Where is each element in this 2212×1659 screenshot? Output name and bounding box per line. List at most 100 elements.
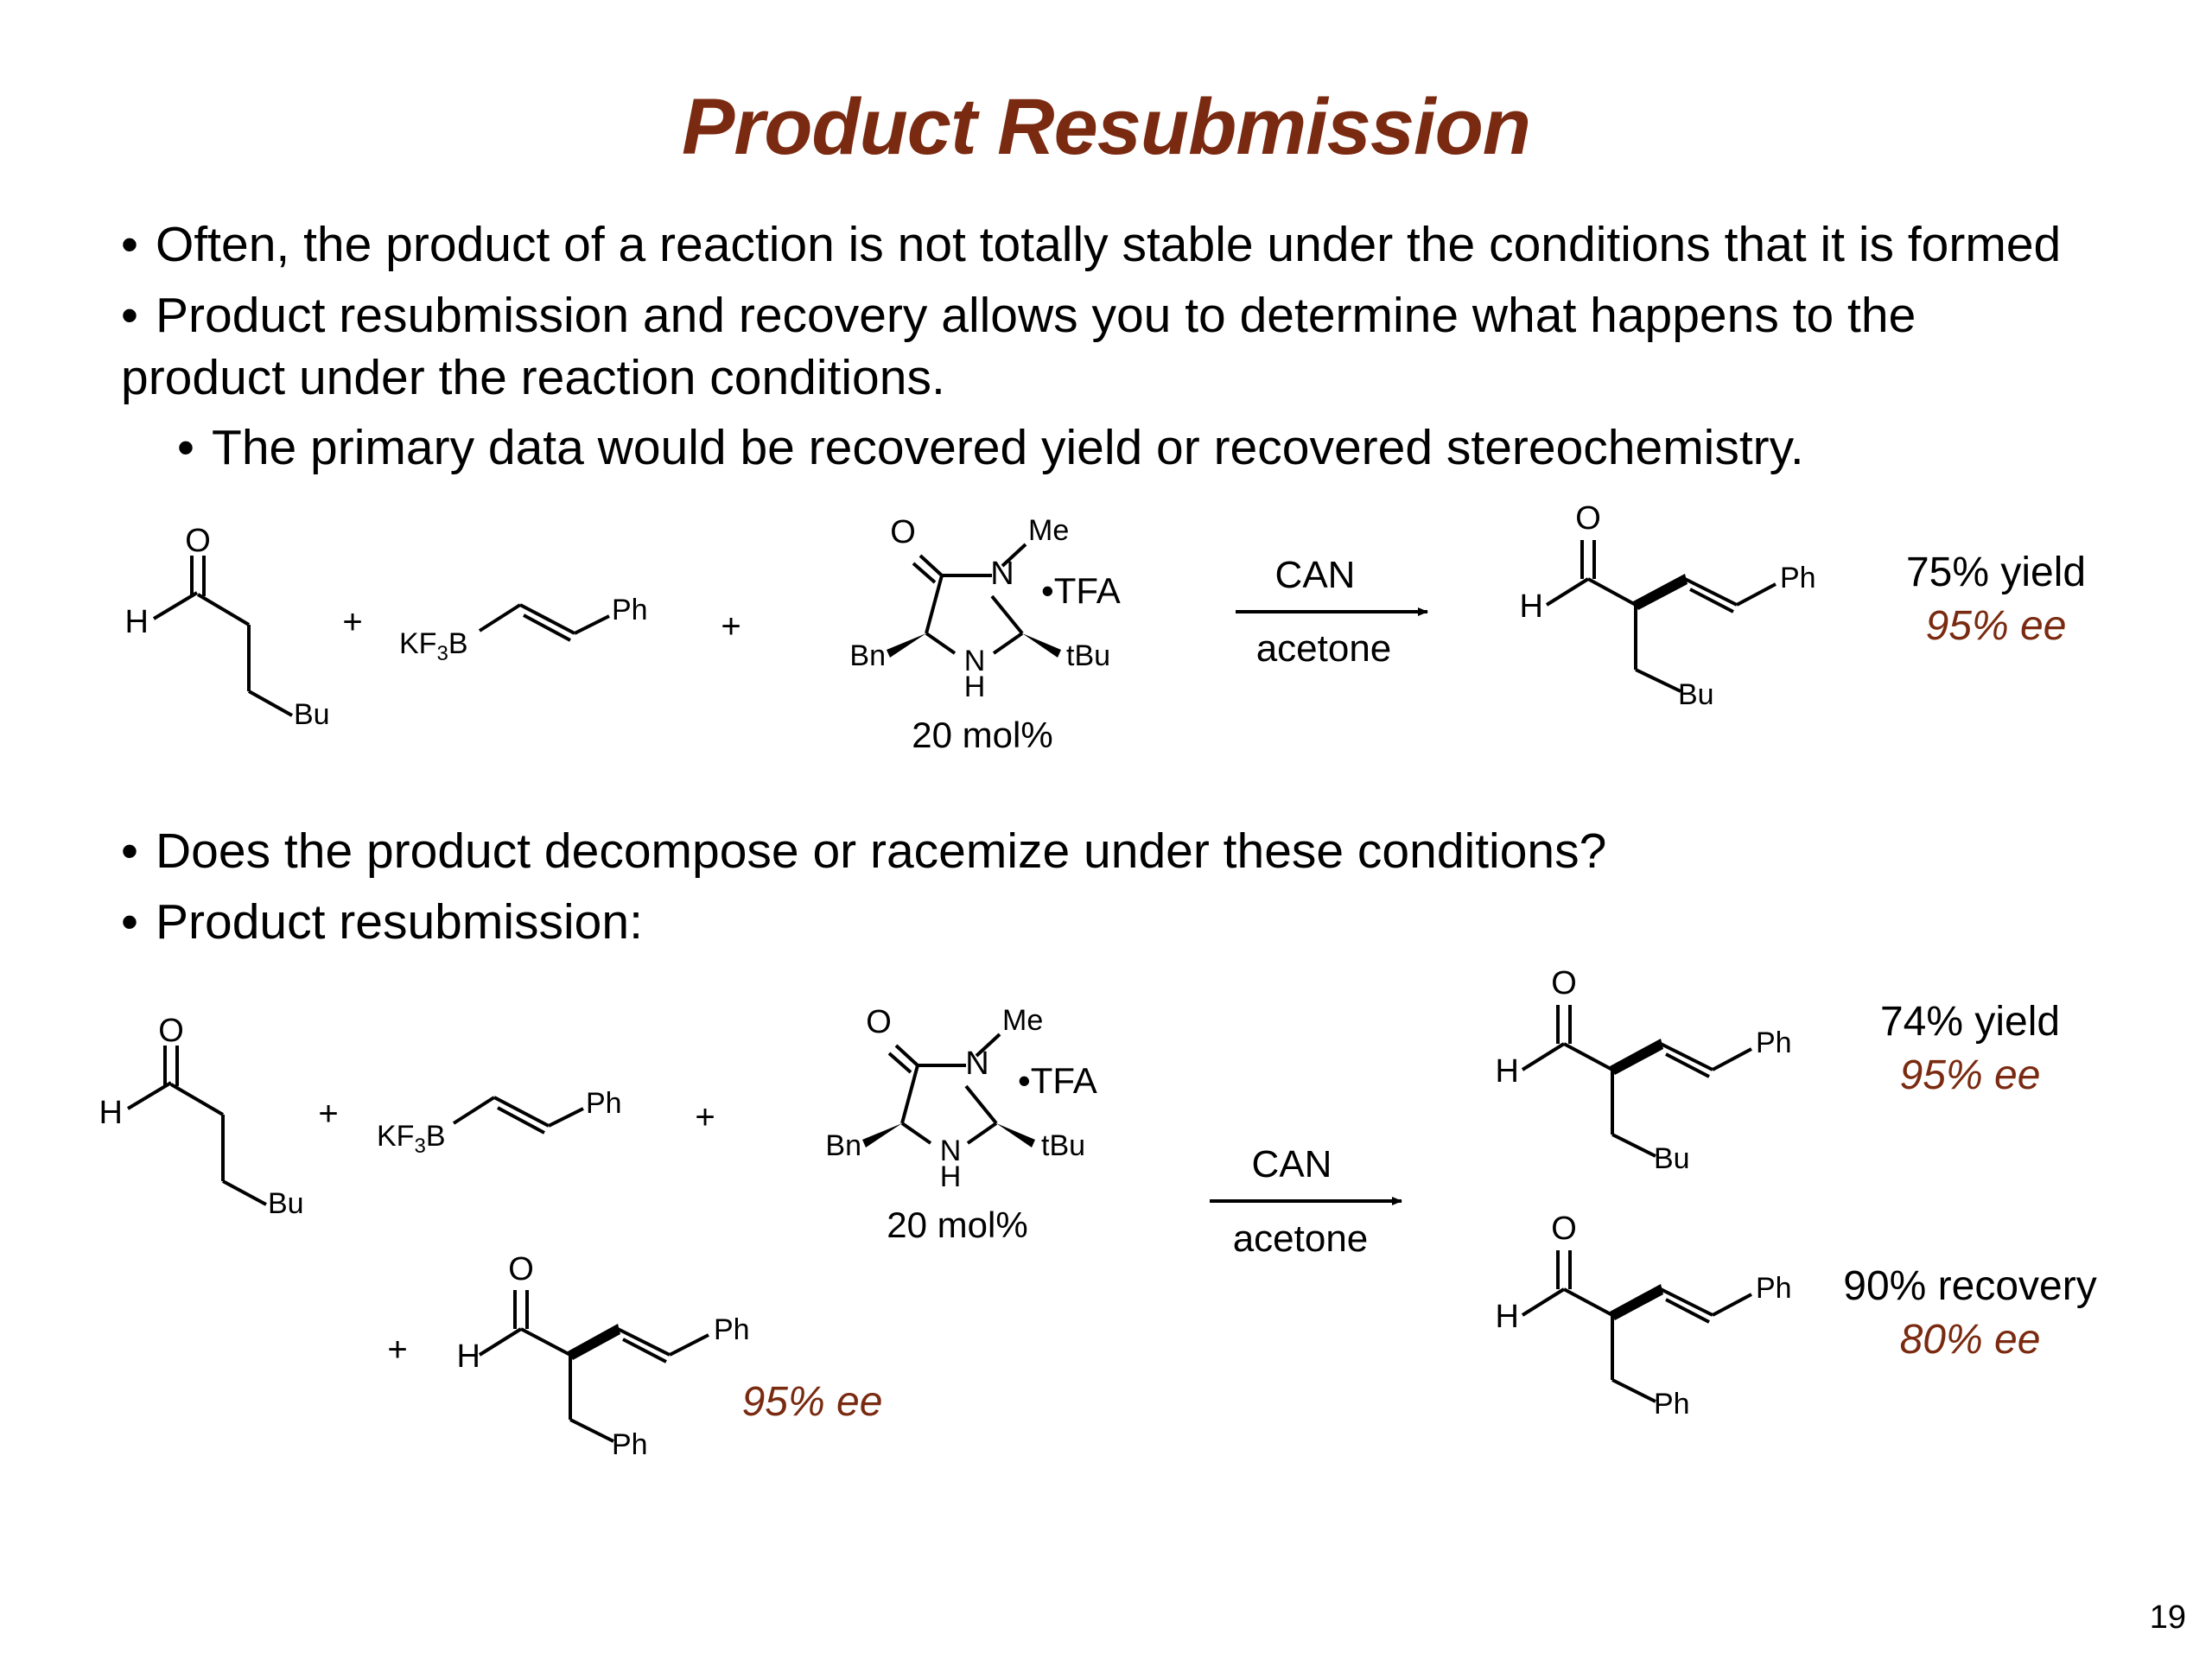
r2-p1-yield: 74% yield — [1879, 999, 2061, 1045]
r2-cat-loading: 20 mol% — [887, 1205, 1027, 1245]
r2-borate-b: B — [426, 1120, 446, 1153]
r1-aldehyde-r: Bu — [294, 698, 330, 731]
r1-aldehyde-o: O — [185, 523, 211, 559]
r1-cat-tbu: tBu — [1066, 639, 1110, 672]
r1-borate-ph: Ph — [612, 594, 648, 626]
r1-catalyst-wedge-tbu — [1022, 633, 1061, 658]
r2-cat-n: N — [965, 1046, 988, 1082]
r1-borate-label: KF3B — [399, 627, 468, 665]
r2-cat-nh-h: H — [940, 1160, 962, 1193]
r1-borate-b: B — [448, 627, 468, 660]
r1-cat-nh-h: H — [964, 671, 986, 703]
r2-product-1 — [1521, 1005, 1752, 1158]
bullet-dot: • — [177, 420, 194, 475]
r2-plus-1: + — [318, 1095, 338, 1133]
r1-yield: 75% yield — [1905, 550, 2087, 595]
r2-borate-sub: 3 — [414, 1135, 425, 1158]
r2-cat-tbu: tBu — [1041, 1129, 1085, 1162]
r2-add-r: Ph — [612, 1428, 648, 1461]
r2-borate-kf: KF — [377, 1120, 414, 1153]
r1-prod-r: Bu — [1678, 678, 1714, 711]
r2-p2-yield: 90% recovery — [1843, 1263, 2097, 1309]
r1-results: 75% yield 95% ee — [1866, 546, 2126, 653]
bullet-text: Often, the product of a reaction is not … — [156, 217, 2062, 272]
r1-aldehyde-h: H — [125, 604, 149, 640]
r2-reagent: CAN — [1252, 1143, 1332, 1185]
bullet-dot: • — [121, 217, 138, 272]
r1-ee: 95% ee — [1925, 603, 2067, 649]
r2-cat-nh-n: N — [940, 1135, 962, 1167]
r2-p2-h: H — [1496, 1299, 1519, 1335]
r1-prod-o: O — [1575, 500, 1601, 537]
bullet-dot: • — [121, 894, 138, 950]
r2-product-2-wedge — [1610, 1284, 1663, 1320]
r1-cat-nh-n: N — [964, 645, 986, 677]
r1-reagent: CAN — [1275, 554, 1356, 596]
r1-cat-loading: 20 mol% — [912, 715, 1052, 755]
r2-p1-ee: 95% ee — [1899, 1052, 2041, 1098]
r2-borate-label: KF3B — [377, 1120, 446, 1158]
slide-title: Product Resubmission — [682, 83, 1531, 171]
r2-aldehyde — [126, 1046, 267, 1206]
sub-bullet-1: • The primary data would be recovered yie… — [177, 417, 1804, 478]
bullet-text: Product resubmission: — [156, 894, 643, 950]
r1-cat-bn: Bn — [849, 639, 886, 672]
r1-catalyst — [912, 543, 1027, 655]
bullet-3: • Does the product decompose or racemize … — [121, 821, 1606, 881]
r2-additive-ee: 95% ee — [741, 1379, 883, 1425]
r2-add-h: H — [457, 1338, 480, 1375]
r1-product — [1545, 540, 1777, 693]
r2-add-ph: Ph — [714, 1313, 750, 1346]
r1-borate-kf: KF — [399, 627, 436, 660]
r1-cat-n: N — [990, 556, 1014, 592]
bullet-2: • Product resubmission and recovery allow… — [121, 285, 1916, 346]
r1-prod-ph: Ph — [1780, 562, 1816, 594]
r1-catalyst-wedge-bn — [887, 633, 926, 658]
r1-cat-me: Me — [1028, 514, 1069, 547]
r2-p2-o: O — [1551, 1211, 1577, 1247]
page-number: 19 — [2149, 1599, 2186, 1636]
r2-aldehyde-r: Bu — [268, 1187, 304, 1220]
r1-aldehyde — [152, 556, 293, 717]
r2-additive-wedge — [568, 1324, 620, 1360]
r2-additive — [478, 1290, 709, 1443]
r2-aldehyde-o: O — [158, 1013, 184, 1049]
r2-p1-ph: Ph — [1756, 1027, 1792, 1059]
r2-borate — [452, 1096, 584, 1135]
r2-product-2-results: 90% recovery 80% ee — [1823, 1260, 2117, 1367]
bullet-text: Product resubmission and recovery allows… — [156, 288, 1916, 343]
r2-product-1-results: 74% yield 95% ee — [1840, 995, 2100, 1103]
r2-aldehyde-h: H — [99, 1095, 123, 1131]
r2-p1-h: H — [1496, 1053, 1519, 1090]
r2-p2-ee: 80% ee — [1899, 1317, 2041, 1363]
r2-p2-r: Ph — [1654, 1388, 1690, 1421]
r2-cat-o: O — [866, 1004, 892, 1040]
r2-product-1-wedge — [1610, 1039, 1663, 1075]
bullet-2-continuation: product under the reaction conditions. — [121, 350, 945, 405]
bullet-text: The primary data would be recovered yiel… — [212, 420, 1804, 475]
r2-plus-3: + — [387, 1331, 407, 1369]
r2-cat-me: Me — [1002, 1004, 1043, 1037]
r1-plus-1: + — [342, 603, 362, 641]
r1-product-wedge — [1633, 574, 1688, 610]
r2-borate-ph: Ph — [586, 1087, 622, 1120]
bullet-dot: • — [121, 288, 138, 343]
r2-p2-ph: Ph — [1756, 1272, 1792, 1305]
r1-prod-h: H — [1520, 588, 1543, 625]
r2-catalyst-wedge-bn — [862, 1123, 902, 1147]
bullet-dot: • — [121, 823, 138, 879]
r1-solvent: acetone — [1256, 627, 1392, 670]
r2-product-2 — [1521, 1250, 1752, 1403]
r2-cat-bn: Bn — [825, 1129, 861, 1162]
r2-p1-o: O — [1551, 965, 1577, 1001]
r2-plus-2: + — [695, 1098, 715, 1136]
r2-catalyst-wedge-tbu — [996, 1123, 1035, 1147]
r2-p1-r: Bu — [1654, 1142, 1690, 1175]
r2-cat-tfa: •TFA — [1018, 1060, 1097, 1101]
r1-plus-2: + — [721, 607, 741, 645]
r2-catalyst — [887, 1033, 1001, 1145]
r1-cat-tfa: •TFA — [1041, 570, 1121, 611]
bullet-text: Does the product decompose or racemize u… — [156, 823, 1607, 879]
